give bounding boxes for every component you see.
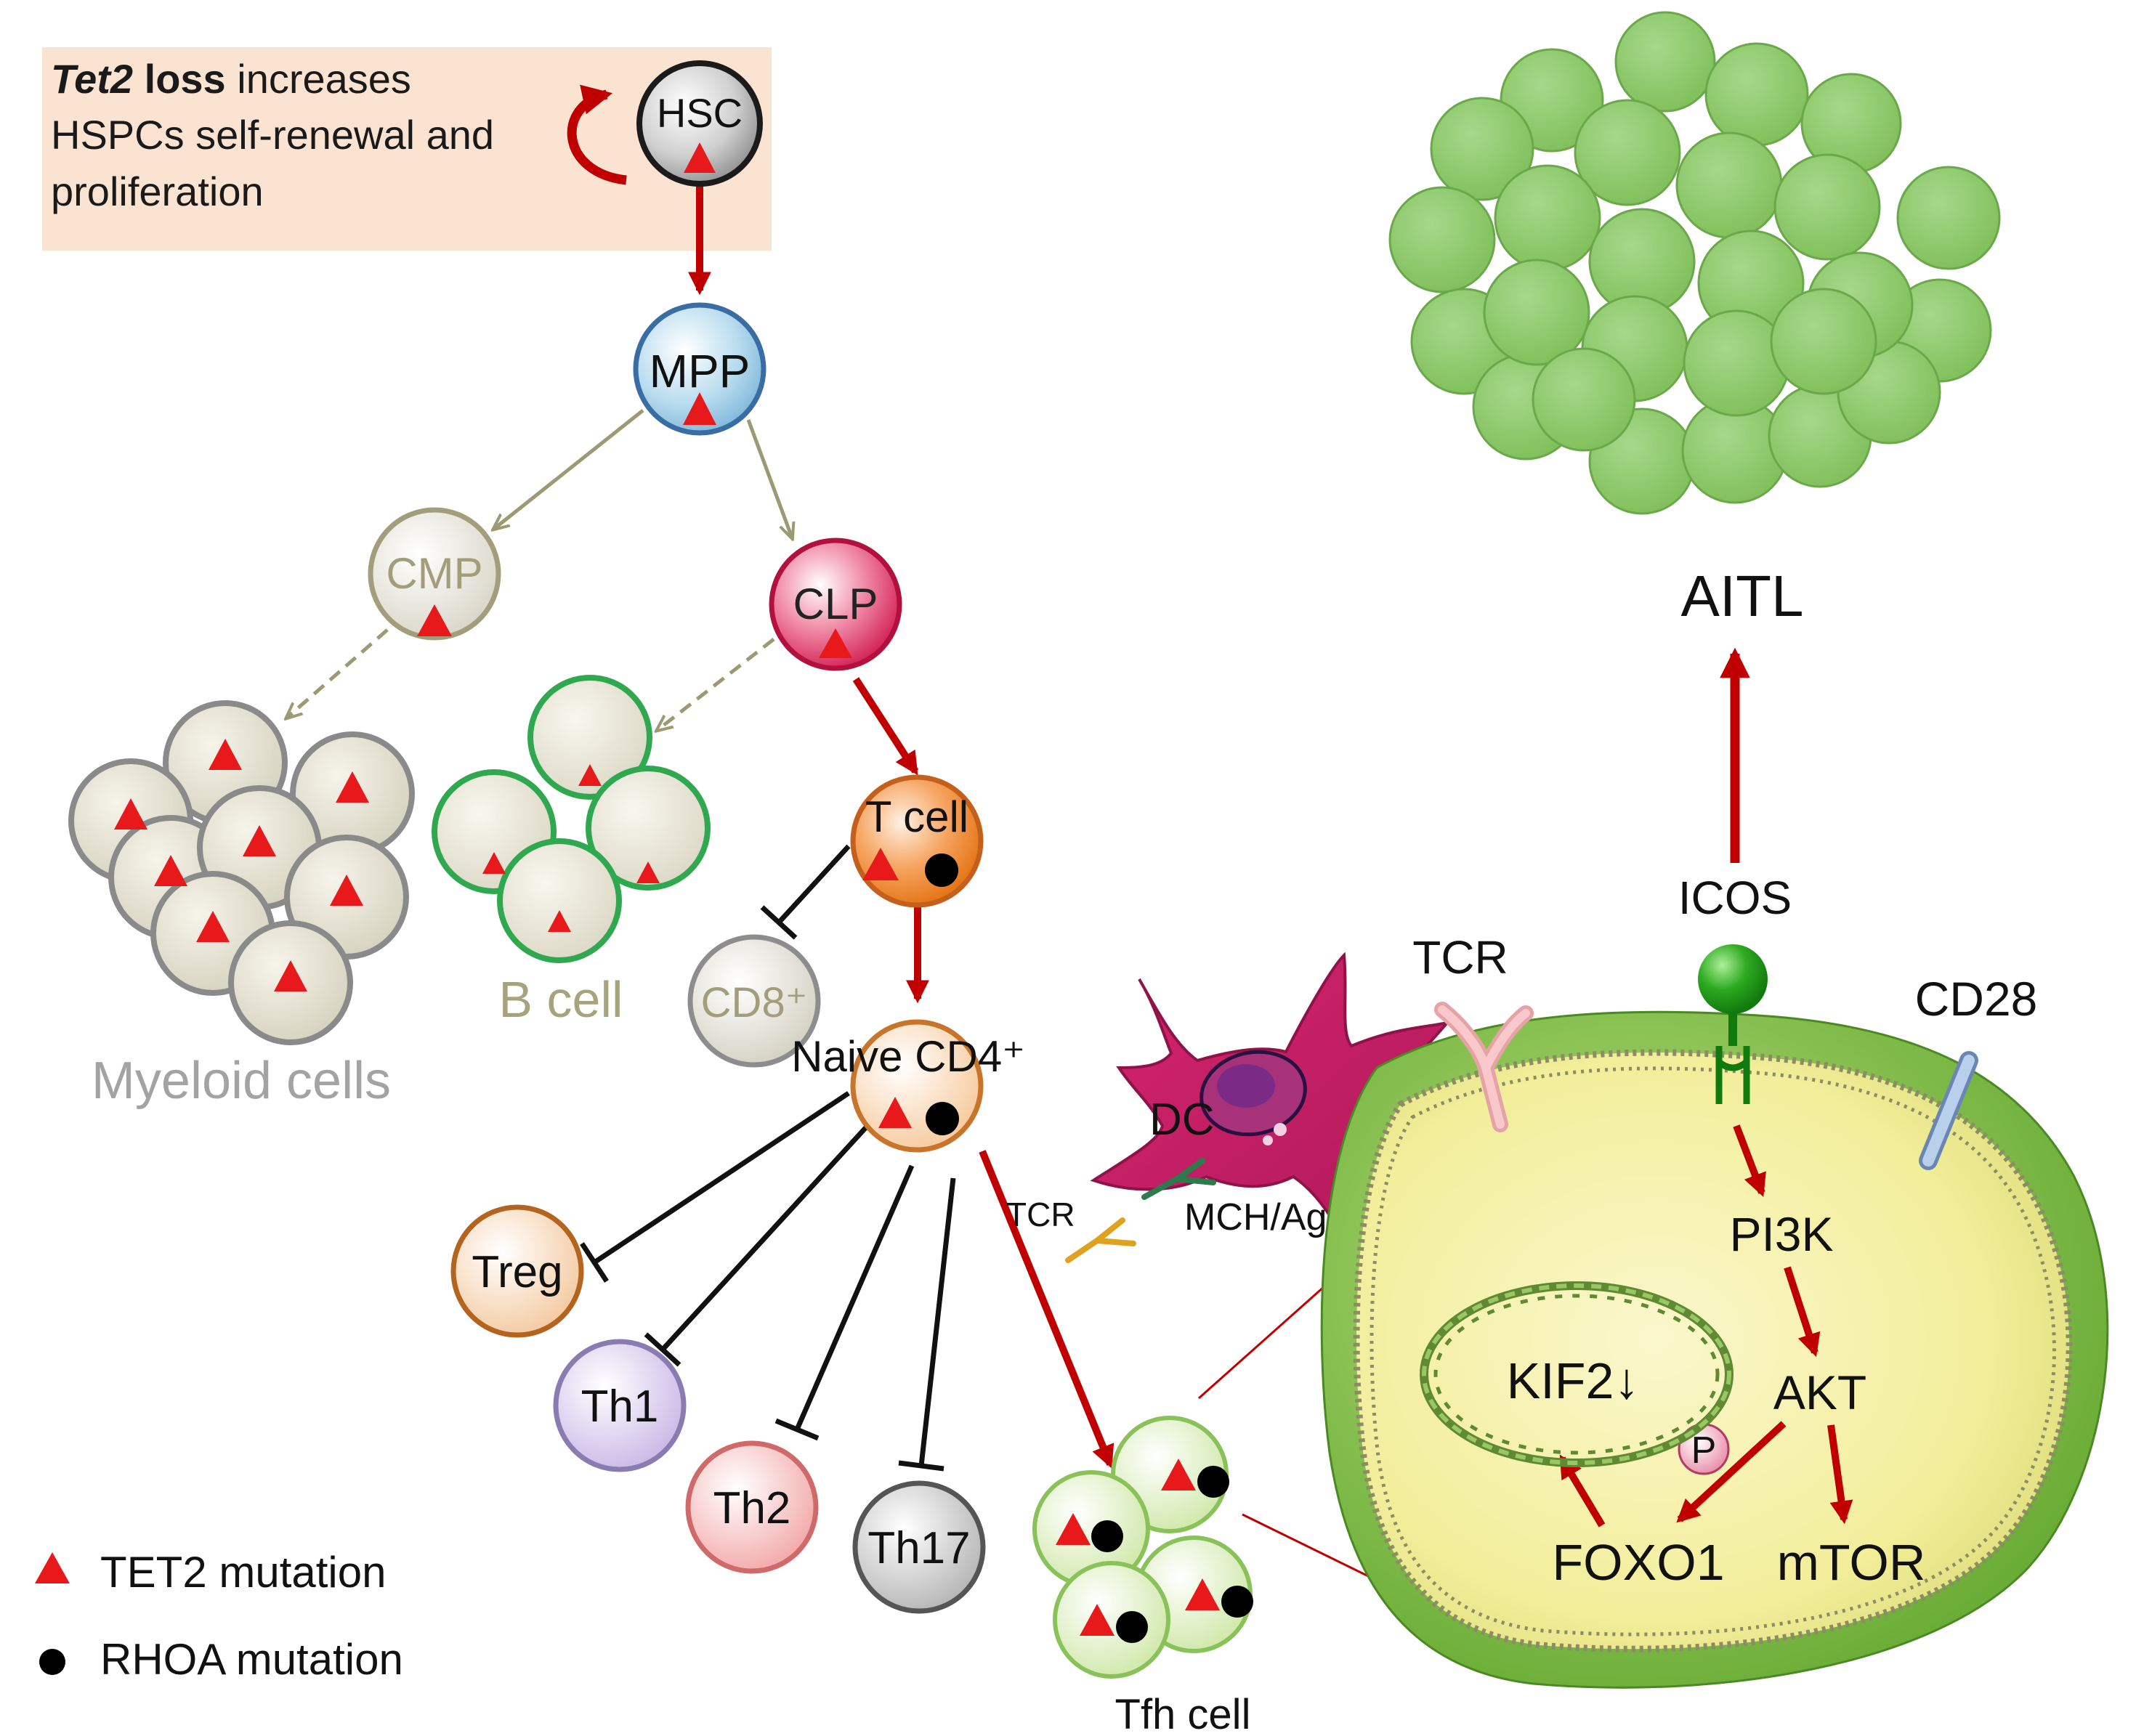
treg-node: Treg: [450, 1204, 584, 1338]
tcell-label: T cell: [865, 792, 968, 841]
th2-node: Th2: [685, 1440, 819, 1574]
intro-line-2: HSPCs self-renewal and: [51, 112, 494, 158]
pi3k-label: PI3K: [1729, 1207, 1833, 1261]
phospho-label: P: [1691, 1429, 1717, 1472]
legend: TET2 mutation RHOA mutation: [35, 1548, 403, 1684]
cd8-label: CD8⁺: [701, 979, 808, 1026]
dc-tcr-receptor: [1065, 1217, 1136, 1263]
arrow-foxo1-kif2: [1558, 1454, 1606, 1528]
dc-mhc-label: MCH/Ag: [1184, 1196, 1327, 1238]
arrow-pi3k-akt: [1784, 1266, 1821, 1358]
dc-label: DC: [1149, 1095, 1215, 1145]
tfh-markers: [1056, 1459, 1253, 1643]
th2-label: Th2: [713, 1483, 791, 1533]
inhibit-tcell-cd8: [760, 844, 851, 940]
arrow-cmp-myeloid: [287, 615, 405, 718]
clp-tet2-marker: [819, 628, 852, 658]
akt-label: AKT: [1773, 1366, 1866, 1419]
tfh-label: Tfh cell: [1115, 1691, 1251, 1736]
cd28-receptor: [1919, 1051, 1978, 1170]
icos-receptor: [1698, 944, 1768, 1104]
cd28-label: CD28: [1915, 972, 2038, 1026]
inhibit-naive-th1: [644, 1116, 876, 1367]
icos-label: ICOS: [1678, 872, 1792, 924]
kif2-dna-loop: [1420, 1281, 1734, 1467]
hsc-node: HSC: [636, 60, 763, 187]
mpp-label: MPP: [650, 345, 751, 397]
aitl-label: AITL: [1681, 564, 1804, 628]
tcell-node: T cell: [850, 774, 984, 908]
mpp-node: MPP: [633, 302, 766, 436]
tcell-tet2-marker: [862, 848, 899, 880]
naive-cd4-label: Naive CD4⁺: [791, 1032, 1025, 1081]
clp-node: CLP: [769, 538, 902, 671]
tcell-rhoa-marker: [925, 853, 958, 887]
naive-tet2-marker: [878, 1097, 912, 1128]
self-renewal-arrow: [567, 84, 627, 185]
tcr-receptor: [1434, 1002, 1534, 1132]
legend-tet2-label: TET2 mutation: [100, 1548, 387, 1597]
bcell-label: B cell: [498, 971, 623, 1028]
naive-rhoa-marker: [926, 1102, 959, 1135]
arrow-akt-mtor: [1827, 1424, 1853, 1525]
icos-ligand: [1698, 944, 1768, 1014]
bcell-cluster: [432, 675, 711, 963]
inhibit-naive-treg: [580, 1091, 850, 1283]
foxo1-label: FOXO1: [1552, 1534, 1724, 1591]
arrow-clp-tcell: [852, 677, 919, 776]
dc-mhc-receptor: [1141, 1158, 1216, 1200]
arrow-mpp-clp: [746, 419, 792, 538]
th17-node: Th17: [852, 1480, 986, 1614]
myeloid-tet2-markers: [114, 739, 369, 991]
naive-cd4-node: Naive CD4⁺: [791, 1019, 1025, 1153]
legend-rhoa-label: RHOA mutation: [100, 1635, 403, 1684]
intro-line-1: Tet2 loss increases: [51, 56, 411, 102]
clp-label: CLP: [793, 580, 878, 628]
inhibit-naive-th2: [774, 1164, 915, 1441]
hsc-label: HSC: [657, 90, 743, 136]
hsc-tet2-marker: [684, 142, 716, 173]
arrow-clp-bcell: [658, 638, 775, 730]
cmp-label: CMP: [386, 549, 482, 598]
legend-tet2-marker: [35, 1552, 70, 1583]
myeloid-label: Myeloid cells: [92, 1052, 391, 1110]
th1-node: Th1: [553, 1339, 687, 1472]
cmp-tet2-marker: [417, 604, 452, 636]
arrow-akt-foxo1: [1676, 1421, 1787, 1523]
myeloid-cluster: [68, 700, 415, 1045]
arrow-icos-pi3k: [1733, 1124, 1766, 1197]
inhibit-naive-th17: [898, 1177, 956, 1472]
th17-label: Th17: [867, 1523, 970, 1573]
arrow-naive-tfh: [979, 1150, 1115, 1469]
th1-label: Th1: [581, 1382, 659, 1432]
tfh-cell-detail: [1320, 1010, 2109, 1689]
cd8-node: CD8⁺: [687, 934, 821, 1068]
arrow-mpp-cmp: [494, 409, 644, 529]
treg-label: Treg: [472, 1247, 562, 1297]
cmp-node: CMP: [368, 507, 501, 641]
kif2-label: KIF2↓: [1507, 1352, 1640, 1409]
legend-rhoa-marker: [39, 1649, 65, 1675]
bcell-tet2-markers: [482, 764, 660, 932]
intro-line-3: proliferation: [51, 169, 264, 214]
dc-tcr-label: TCR: [1006, 1196, 1075, 1233]
mtor-label: mTOR: [1777, 1534, 1926, 1591]
aitl-tumor: [1388, 11, 2001, 515]
mpp-tet2-marker: [683, 392, 716, 425]
tcr-label: TCR: [1412, 931, 1508, 983]
